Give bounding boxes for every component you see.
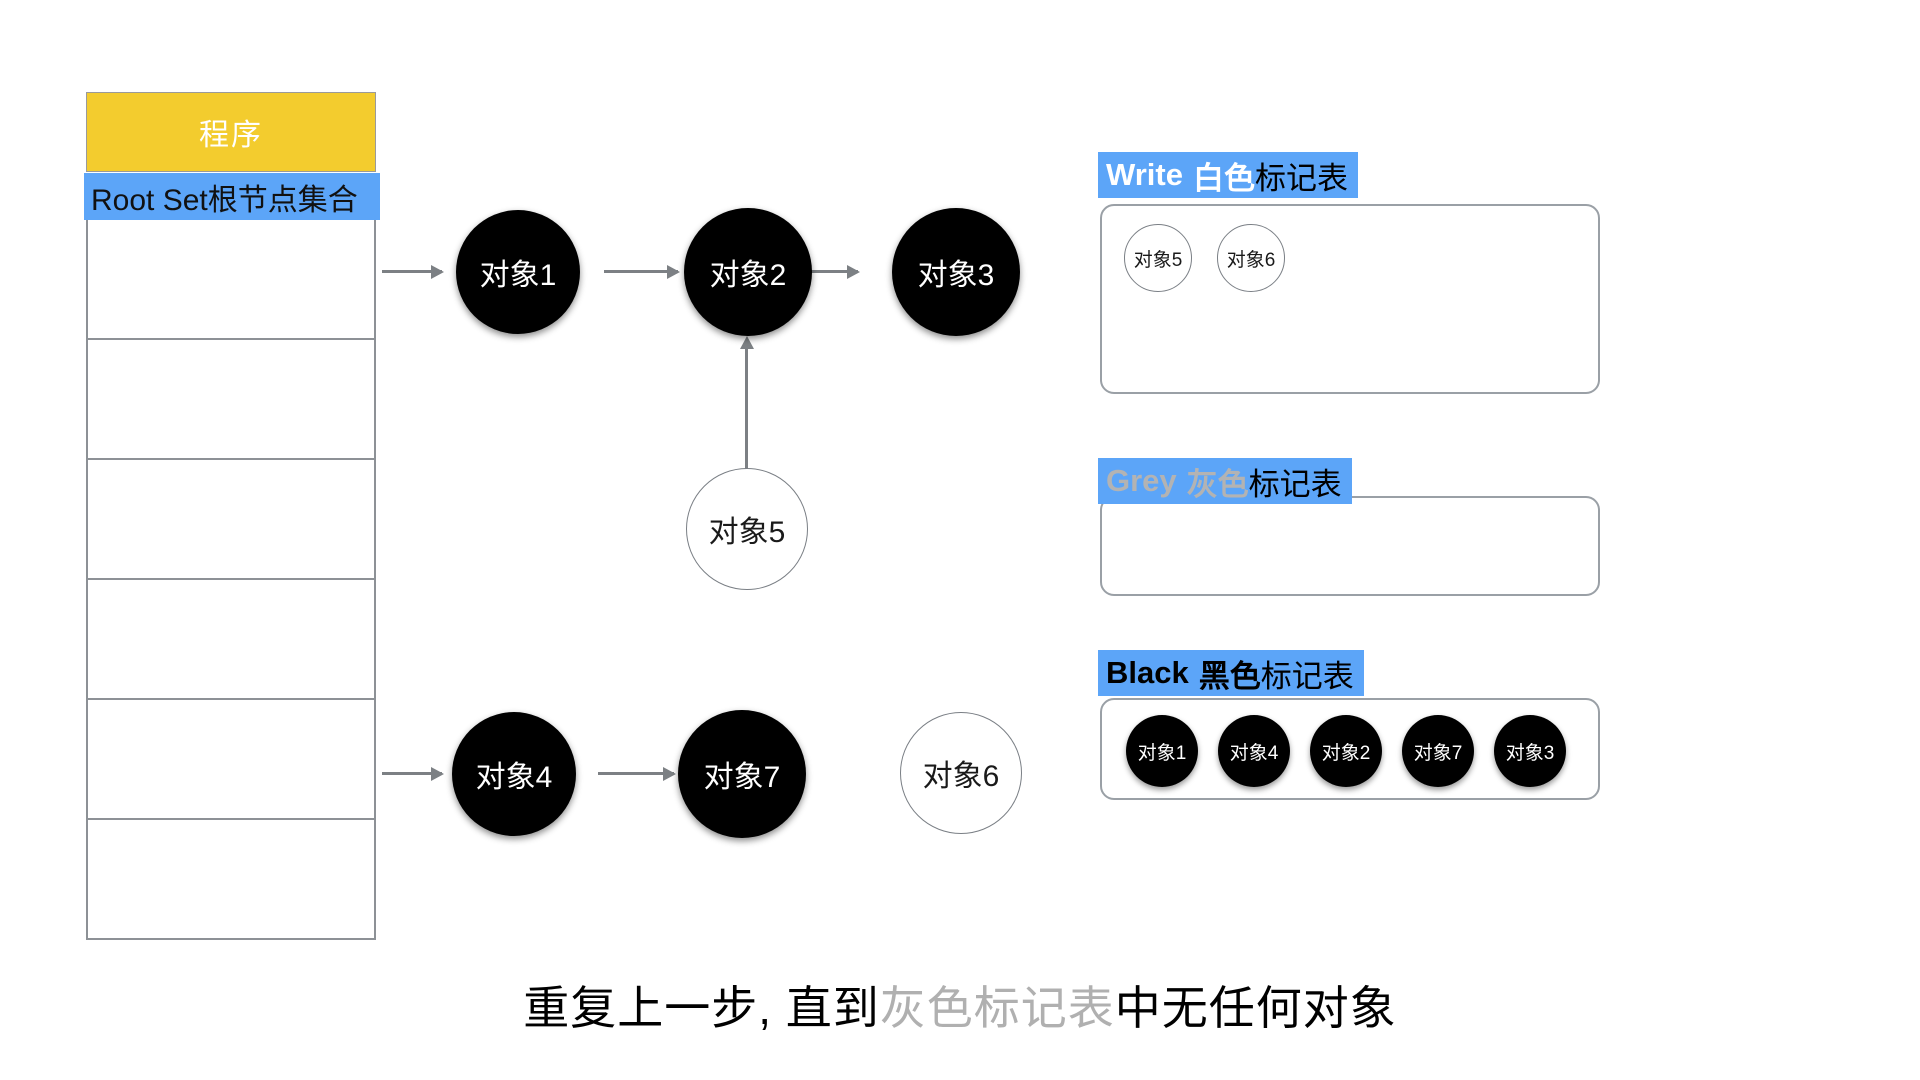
program-header: 程序 [86,92,376,172]
root-set-row [88,700,374,820]
edge-rootset-to-object1 [382,264,444,279]
grey-title-tail: 标记表 [1248,466,1342,502]
node-label: 对象3 [917,259,995,292]
black-mark-table-box: 对象1 对象4 对象2 对象7 对象3 [1100,698,1600,800]
write-mark-table-title: Write 白色 标记表 [1098,152,1358,198]
edge-rootset-to-object4 [382,766,444,781]
write-title-en: Write [1106,157,1183,192]
root-set-rows [86,220,376,940]
root-set-table: 程序 Root Set根节点集合 [84,92,380,940]
black-title-tail: 标记表 [1260,658,1354,694]
mark-chip-object7[interactable]: 对象7 [1402,715,1474,787]
program-label: 程序 [199,119,263,152]
grey-title-cn: 灰色 [1186,466,1249,502]
graph-node-object2[interactable]: 对象2 [684,208,812,336]
graph-node-object4[interactable]: 对象4 [452,712,576,836]
graph-node-object6[interactable]: 对象6 [900,712,1022,834]
root-set-band: Root Set根节点集合 [84,173,380,220]
chip-label: 对象6 [1226,249,1276,271]
black-title-en: Black [1106,655,1189,690]
root-set-row [88,460,374,580]
root-set-row [88,220,374,340]
write-title-cn: 白色 [1192,160,1255,196]
graph-node-object7[interactable]: 对象7 [678,710,806,838]
root-set-label: Root Set根节点集合 [91,183,358,217]
node-label: 对象7 [703,761,781,794]
chip-label: 对象5 [1133,249,1183,271]
node-label: 对象5 [708,516,786,549]
mark-chip-object5[interactable]: 对象5 [1124,224,1192,292]
write-title-tail: 标记表 [1254,160,1348,196]
edge-object2-to-object3 [784,264,860,279]
chip-label: 对象3 [1505,742,1555,764]
chip-label: 对象7 [1413,742,1463,764]
chip-label: 对象1 [1137,742,1187,764]
mark-chip-object2[interactable]: 对象2 [1310,715,1382,787]
node-label: 对象4 [475,761,553,794]
node-label: 对象1 [479,259,557,292]
grey-mark-table-box [1100,496,1600,596]
root-set-row [88,820,374,940]
mark-chip-object4[interactable]: 对象4 [1218,715,1290,787]
write-mark-table-box: 对象5 对象6 [1100,204,1600,394]
node-label: 对象2 [709,259,787,292]
grey-mark-table-title: Grey 灰色 标记表 [1098,458,1352,504]
caption-highlight: 灰色标记表 [879,982,1115,1034]
chip-label: 对象2 [1321,742,1371,764]
caption-part1: 重复上一步, 直到 [523,982,880,1034]
graph-node-object3[interactable]: 对象3 [892,208,1020,336]
root-set-row [88,580,374,700]
root-set-row [88,340,374,460]
chip-label: 对象4 [1229,742,1279,764]
edge-object1-to-object2 [604,264,680,279]
caption-part2: 中无任何对象 [1114,982,1397,1034]
graph-node-object5[interactable]: 对象5 [686,468,808,590]
edge-object5-to-object2 [739,336,754,472]
black-title-cn: 黑色 [1198,658,1261,694]
mark-chip-object1[interactable]: 对象1 [1126,715,1198,787]
black-mark-table-title: Black 黑色 标记表 [1098,650,1364,696]
graph-node-object1[interactable]: 对象1 [456,210,580,334]
mark-chip-object6[interactable]: 对象6 [1217,224,1285,292]
mark-chip-object3[interactable]: 对象3 [1494,715,1566,787]
node-label: 对象6 [922,760,1000,793]
grey-title-en: Grey [1106,463,1177,498]
caption: 重复上一步, 直到灰色标记表中无任何对象 [0,972,1920,1038]
edge-object4-to-object7 [598,766,676,781]
